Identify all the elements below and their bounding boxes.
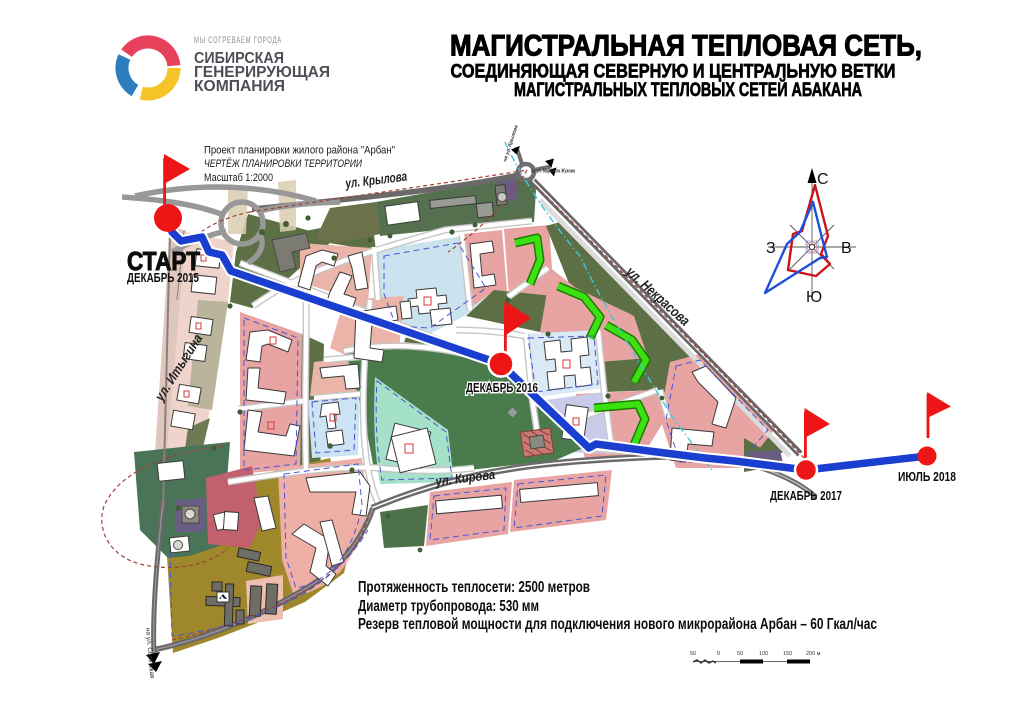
svg-text:Масштаб 1:2000: Масштаб 1:2000 (204, 172, 273, 184)
svg-text:на ул. Маршала Жукова: на ул. Маршала Жукова (531, 169, 575, 175)
svg-text:ДЕКАБРЬ 2015: ДЕКАБРЬ 2015 (127, 270, 199, 285)
svg-text:100: 100 (759, 651, 768, 657)
svg-text:200 м: 200 м (806, 651, 821, 657)
svg-text:МАГИСТРАЛЬНЫХ ТЕПЛОВЫХ СЕТЕЙ А: МАГИСТРАЛЬНЫХ ТЕПЛОВЫХ СЕТЕЙ АБАКАНА (514, 77, 862, 101)
svg-text:150: 150 (783, 651, 792, 657)
svg-text:Резерв тепловой мощности для п: Резерв тепловой мощности для подключения… (358, 616, 877, 633)
svg-text:на ул. Крылова: на ул. Крылова (502, 124, 520, 162)
svg-text:0: 0 (717, 651, 720, 657)
svg-text:МЫ СОГРЕВАЕМ ГОРОДА: МЫ СОГРЕВАЕМ ГОРОДА (194, 35, 282, 46)
svg-text:Диаметр трубопровода: 530 мм: Диаметр трубопровода: 530 мм (358, 598, 539, 615)
svg-text:ДЕКАБРЬ 2017: ДЕКАБРЬ 2017 (770, 488, 842, 503)
svg-text:Протяженность теплосети: 2500: Протяженность теплосети: 2500 метров (358, 579, 590, 596)
svg-text:С: С (817, 171, 829, 188)
svg-text:В: В (841, 240, 852, 257)
svg-text:Ю: Ю (806, 289, 822, 306)
svg-text:КОМПАНИЯ: КОМПАНИЯ (194, 78, 285, 95)
svg-text:МАГИСТРАЛЬНАЯ ТЕПЛОВАЯ СЕТЬ,: МАГИСТРАЛЬНАЯ ТЕПЛОВАЯ СЕТЬ, (450, 30, 922, 63)
svg-text:СИБИРСКАЯ: СИБИРСКАЯ (194, 50, 284, 67)
svg-text:ул. Кирова: ул. Кирова (434, 467, 497, 489)
svg-text:СОЕДИНЯЮЩАЯ СЕВЕРНУЮ И ЦЕНТРАЛ: СОЕДИНЯЮЩАЯ СЕВЕРНУЮ И ЦЕНТРАЛЬНУЮ ВЕТКИ (451, 61, 896, 83)
svg-text:СТАРТ: СТАРТ (127, 246, 200, 276)
svg-text:ЧЕРТЁЖ ПЛАНИРОВКИ ТЕРРИТОРИИ: ЧЕРТЁЖ ПЛАНИРОВКИ ТЕРРИТОРИИ (204, 158, 363, 170)
svg-text:Проект планировки жилого район: Проект планировки жилого района "Арбан" (204, 145, 395, 157)
svg-text:ГЕНЕРИРУЮЩАЯ: ГЕНЕРИРУЮЩАЯ (194, 64, 330, 81)
svg-text:ул. Крылова: ул. Крылова (344, 168, 408, 191)
svg-text:З: З (766, 240, 776, 257)
svg-text:50: 50 (690, 651, 696, 657)
svg-text:на ул. Советская: на ул. Советская (144, 628, 155, 680)
svg-text:50: 50 (737, 651, 743, 657)
svg-text:ДЕКАБРЬ 2016: ДЕКАБРЬ 2016 (466, 380, 538, 395)
svg-text:ИЮЛЬ 2018: ИЮЛЬ 2018 (898, 469, 956, 484)
